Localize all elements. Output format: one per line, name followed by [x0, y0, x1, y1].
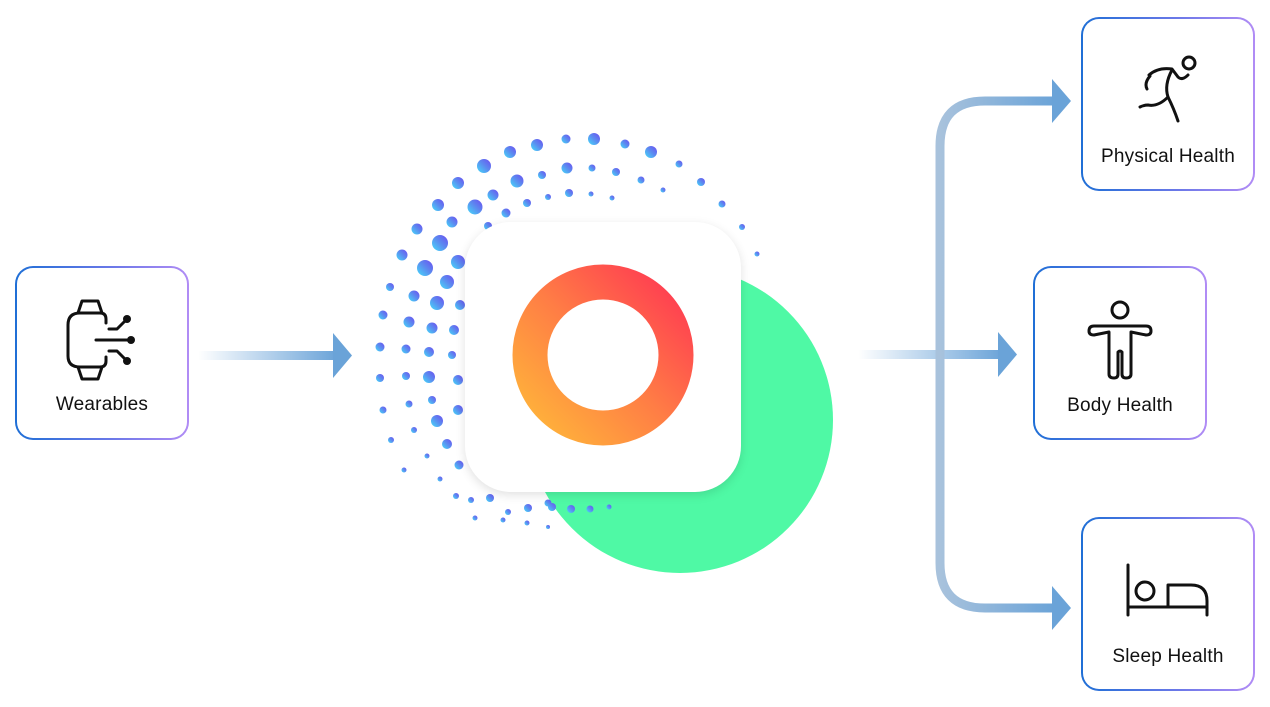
running-person-icon — [1138, 55, 1197, 123]
smartwatch-data-icon — [66, 299, 135, 381]
body-health-label: Body Health — [1067, 395, 1173, 416]
input-arrow — [198, 333, 352, 378]
physical-health-card[interactable]: Physical Health — [1081, 17, 1255, 191]
sleep-health-label: Sleep Health — [1112, 646, 1224, 667]
hub-app-tile[interactable] — [465, 222, 741, 492]
wearables-label: Wearables — [55, 394, 149, 415]
dot-halo — [375, 133, 760, 529]
sleep-health-card[interactable]: Sleep Health — [1081, 517, 1255, 691]
physical-health-label: Physical Health — [1101, 146, 1235, 167]
wearables-card[interactable]: Wearables — [15, 266, 189, 440]
body-health-card[interactable]: Body Health — [1033, 266, 1207, 440]
standing-person-icon — [1087, 300, 1153, 380]
output-branch — [858, 79, 1071, 630]
app-ring-logo-icon — [512, 264, 694, 446]
bed-icon — [1126, 563, 1209, 617]
